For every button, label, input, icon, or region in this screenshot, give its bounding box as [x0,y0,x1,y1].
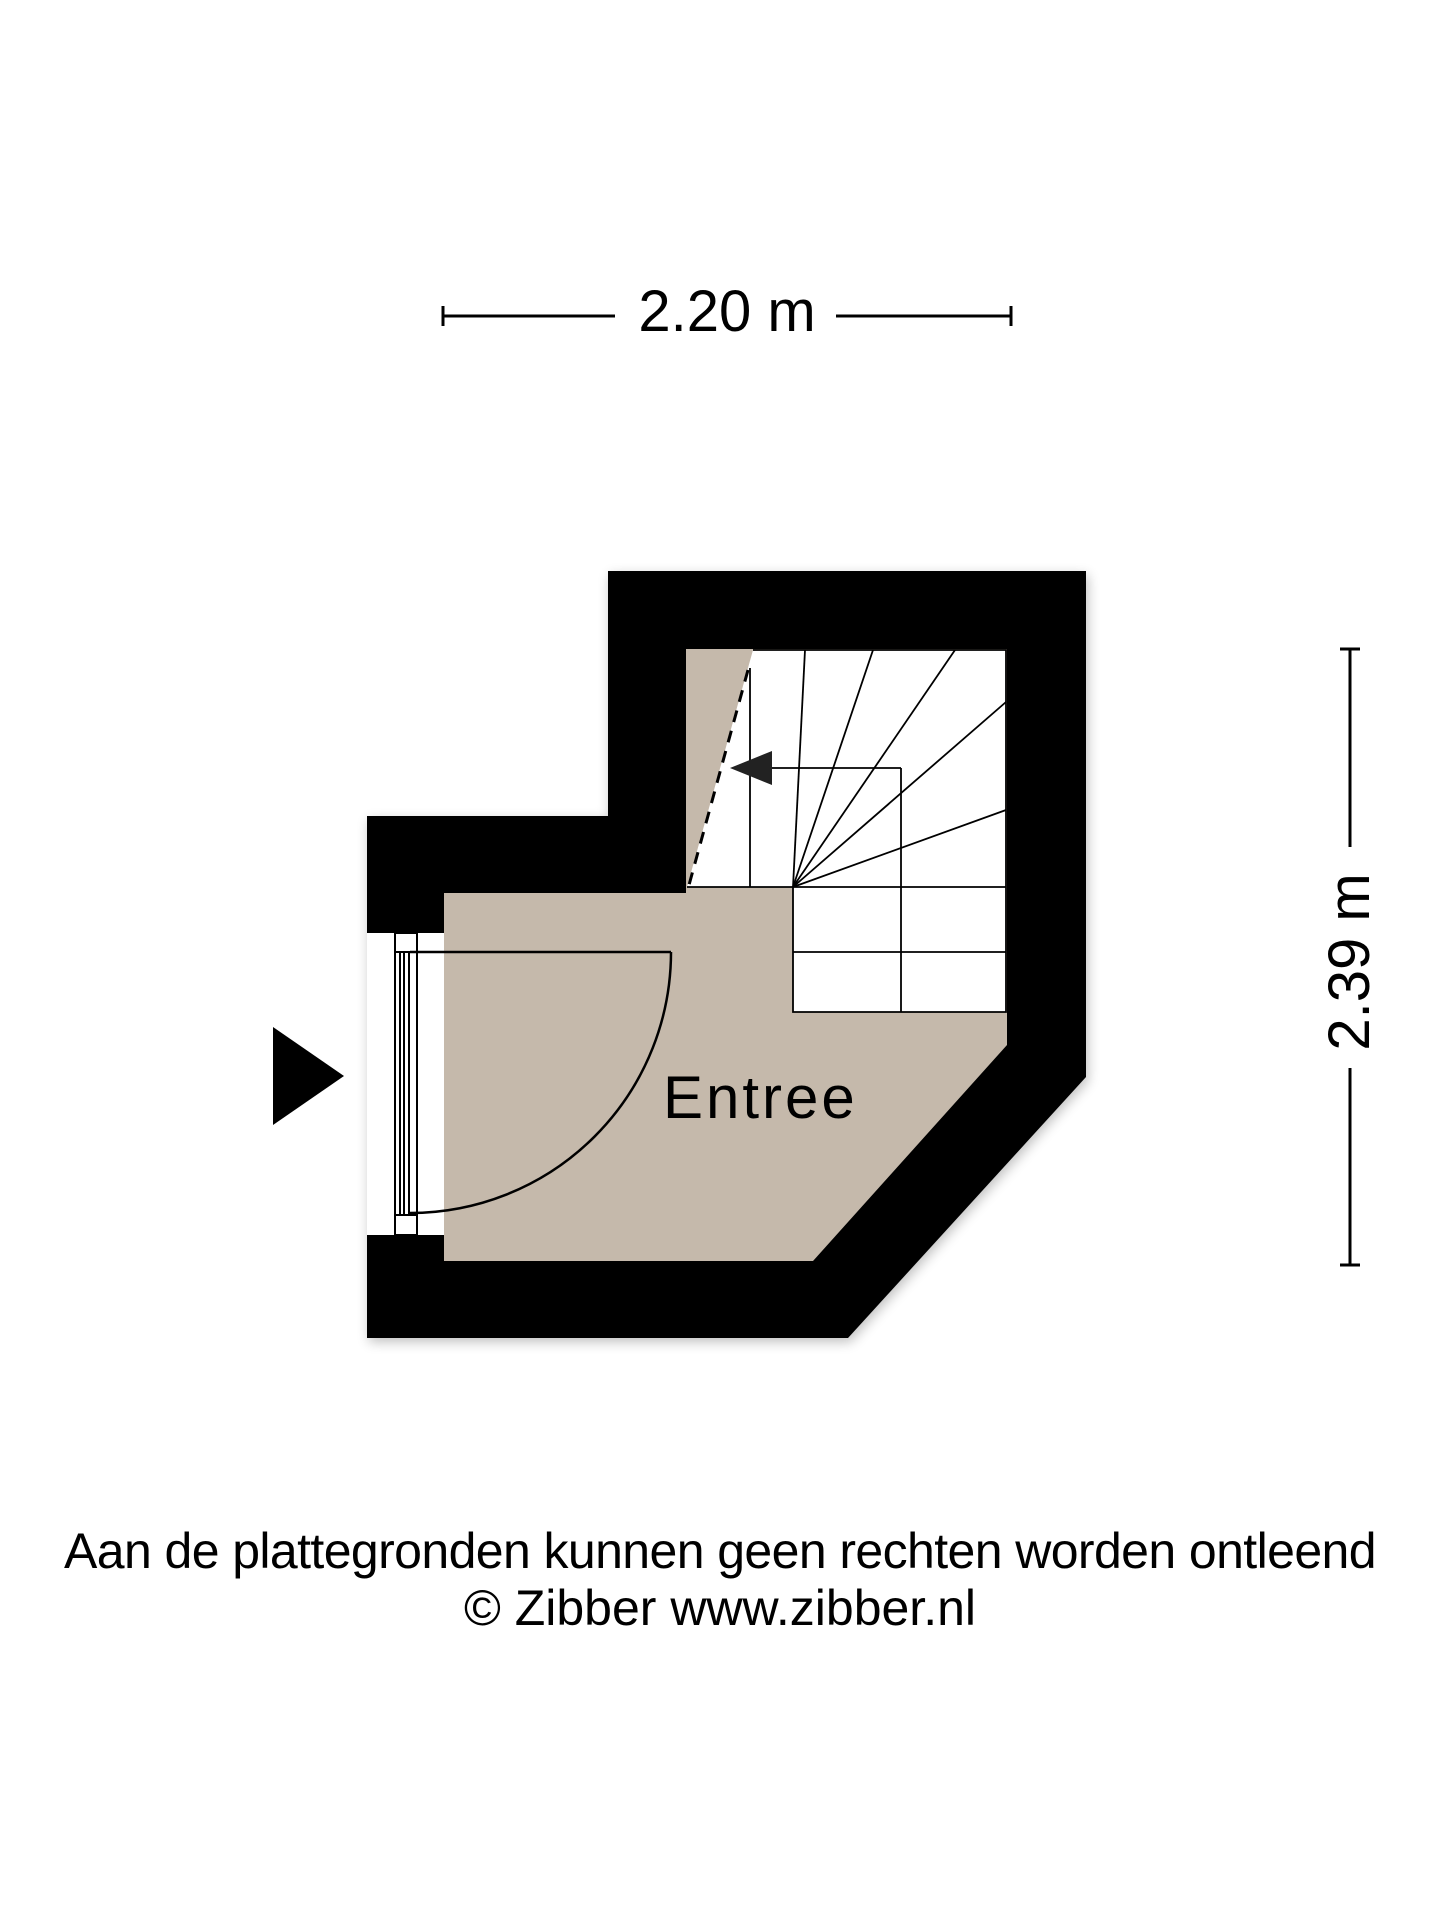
width-dimension-label: 2.20 m [638,279,816,344]
stair-cutline [687,669,750,886]
height-dimension-label: 2.39 m [1317,873,1382,1051]
height-dimension-line [1340,647,1360,1267]
disclaimer-text: Aan de plattegronden kunnen geen rechten… [64,1523,1377,1579]
copyright-text: © Zibber www.zibber.nl [463,1580,977,1636]
staircase [687,649,1007,1013]
room-label-entree: Entree [663,1064,858,1131]
width-dimension-line [441,306,1013,326]
stair-direction-arrow-icon [730,751,772,785]
door-frame [394,932,418,1236]
entrance-arrow-icon [273,1027,344,1125]
door-swing [409,950,673,1215]
